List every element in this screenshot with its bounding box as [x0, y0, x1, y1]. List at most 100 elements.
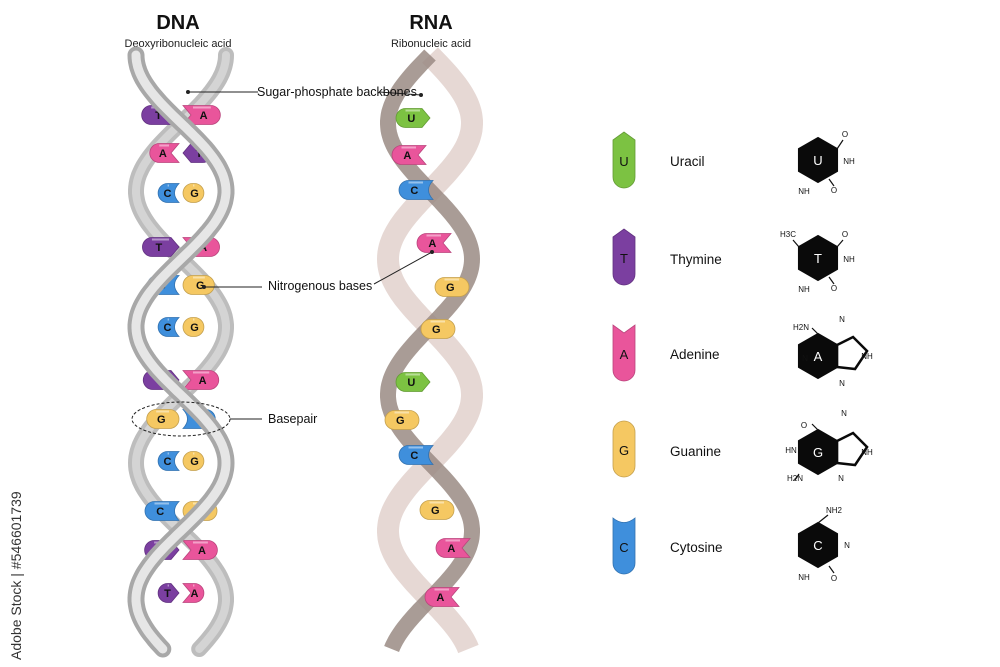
- uracil-sub-2: NH: [843, 157, 855, 166]
- rna-base-11-letter: A: [447, 543, 455, 555]
- dna-pair-3-left-letter: C: [164, 188, 172, 200]
- rna-base-12: A: [424, 587, 460, 607]
- cytosine-ring-letter: C: [813, 538, 822, 553]
- dna-pair-4-left-letter: T: [156, 242, 163, 254]
- adenine-ring-letter: A: [814, 349, 823, 364]
- rna-base-1: U: [395, 108, 431, 128]
- watermark-text: Adobe Stock | #546601739: [8, 491, 24, 660]
- dna-pair-12-left-letter: T: [164, 588, 171, 600]
- dna-pair-11-right: A: [182, 540, 218, 560]
- uracil-sub-3: O: [831, 186, 837, 195]
- dna-pair-10-left: C: [144, 501, 180, 521]
- legend-icon-uracil: U: [612, 131, 636, 189]
- dna-pair-9-left-letter: C: [164, 456, 172, 468]
- dna-pair-12-right: A: [182, 583, 205, 603]
- dna-pair-11-right-letter: A: [198, 545, 206, 557]
- thymine-sub-5: NH: [798, 285, 810, 294]
- guanine-sub-3: HN: [785, 446, 797, 455]
- dna-pair-3-right-letter: G: [190, 188, 199, 200]
- thymine-sub-3: NH: [843, 255, 855, 264]
- dna-backbone-front: [127, 46, 235, 658]
- rna-base-7: U: [395, 372, 431, 392]
- adenine-sub-2: N: [802, 354, 808, 363]
- bases-callout-dot-rna: [430, 250, 434, 254]
- rna-base-1-letter: U: [407, 113, 415, 125]
- dna-pair-1-right-letter: A: [200, 110, 208, 122]
- dna-pair-4-left: T: [142, 237, 180, 257]
- rna-base-10-letter: G: [431, 505, 440, 517]
- dna-pair-8-left: G: [146, 409, 180, 429]
- dna-pair-12-right-letter: A: [191, 588, 199, 600]
- rna-base-9: C: [398, 445, 434, 465]
- dna-pair-6-left: C: [157, 317, 180, 337]
- legend-name-thymine: Thymine: [670, 252, 722, 267]
- legend-icons: U T A G C: [612, 131, 636, 575]
- rna-base-6-letter: G: [432, 324, 441, 336]
- thymine-ring-letter: T: [814, 251, 822, 266]
- thymine-structure: T H3C O NH O NH: [780, 230, 855, 294]
- legend-letter-cytosine: C: [619, 540, 628, 555]
- uracil-structure: U O NH O NH: [797, 130, 855, 196]
- rna-base-12-letter: A: [436, 592, 444, 604]
- rna-base-5-letter: G: [446, 282, 455, 294]
- rna-base-6: G: [420, 319, 456, 339]
- rna-base-4: A: [416, 233, 452, 253]
- legend-name-uracil: Uracil: [670, 154, 705, 169]
- dna-title: DNA: [156, 12, 200, 34]
- legend-icon-cytosine: C: [612, 517, 636, 575]
- rna-base-3: C: [398, 180, 434, 200]
- dna-pair-7-right: A: [182, 370, 220, 390]
- cytosine-sub-3: NH: [798, 573, 810, 582]
- legend-icon-adenine: A: [612, 324, 636, 382]
- rna-base-2-letter: A: [403, 150, 411, 162]
- dna-pair-1-left-letter: T: [155, 110, 162, 122]
- rna-subtitle: Ribonucleic acid: [390, 38, 472, 50]
- dna-subtitle: Deoxyribonucleic acid: [124, 38, 232, 50]
- legend-name-cytosine: Cytosine: [670, 540, 723, 555]
- legend-name-adenine: Adenine: [670, 347, 720, 362]
- legend-letter-thymine: T: [620, 251, 628, 266]
- backbone-callout-dot-rna: [419, 93, 423, 97]
- legend-icon-thymine: T: [612, 228, 636, 286]
- thymine-sub-2: O: [842, 230, 848, 239]
- thymine-sub-1: H3C: [780, 230, 796, 239]
- dna-pair-6-right-letter: G: [190, 322, 199, 334]
- callout-lines: [131, 90, 434, 437]
- thymine-sub-4: O: [831, 284, 837, 293]
- uracil-sub-1: O: [842, 130, 848, 139]
- uracil-sub-4: NH: [798, 187, 810, 196]
- guanine-sub-2: N: [841, 409, 847, 418]
- dna-pair-9-left: C: [157, 451, 180, 471]
- dna-pair-6-right: G: [182, 317, 205, 337]
- rna-base-8: G: [384, 410, 420, 430]
- rna-base-7-letter: U: [407, 377, 415, 389]
- guanine-sub-1: O: [801, 421, 807, 430]
- guanine-sub-5: H2N: [787, 474, 803, 483]
- rna-base-3-letter: C: [410, 185, 418, 197]
- uracil-ring-letter: U: [813, 153, 822, 168]
- dna-pair-12-left: T: [157, 583, 180, 603]
- rna-backbone: [376, 47, 483, 654]
- bases-callout-line-rna: [373, 251, 433, 285]
- rna-title: RNA: [409, 12, 453, 34]
- legend-letter-guanine: G: [619, 443, 629, 458]
- dna-pair-3-right: G: [182, 183, 205, 203]
- dna-pair-1-right: A: [182, 105, 221, 125]
- rna-base-11: A: [435, 538, 471, 558]
- legend-name-guanine: Guanine: [670, 444, 722, 459]
- legend-letter-uracil: U: [619, 154, 628, 169]
- legend-icon-guanine: G: [612, 420, 636, 478]
- adenine-sub-3: N: [839, 315, 845, 324]
- basepair-label: Basepair: [268, 412, 318, 426]
- backbone-callout-dot-dna: [186, 90, 190, 94]
- rna-base-4-letter: A: [428, 238, 436, 250]
- cytosine-sub-2: N: [844, 541, 850, 550]
- rna-ribbon-light: [376, 47, 483, 654]
- legend-letter-adenine: A: [620, 347, 629, 362]
- rna-base-5: G: [434, 277, 470, 297]
